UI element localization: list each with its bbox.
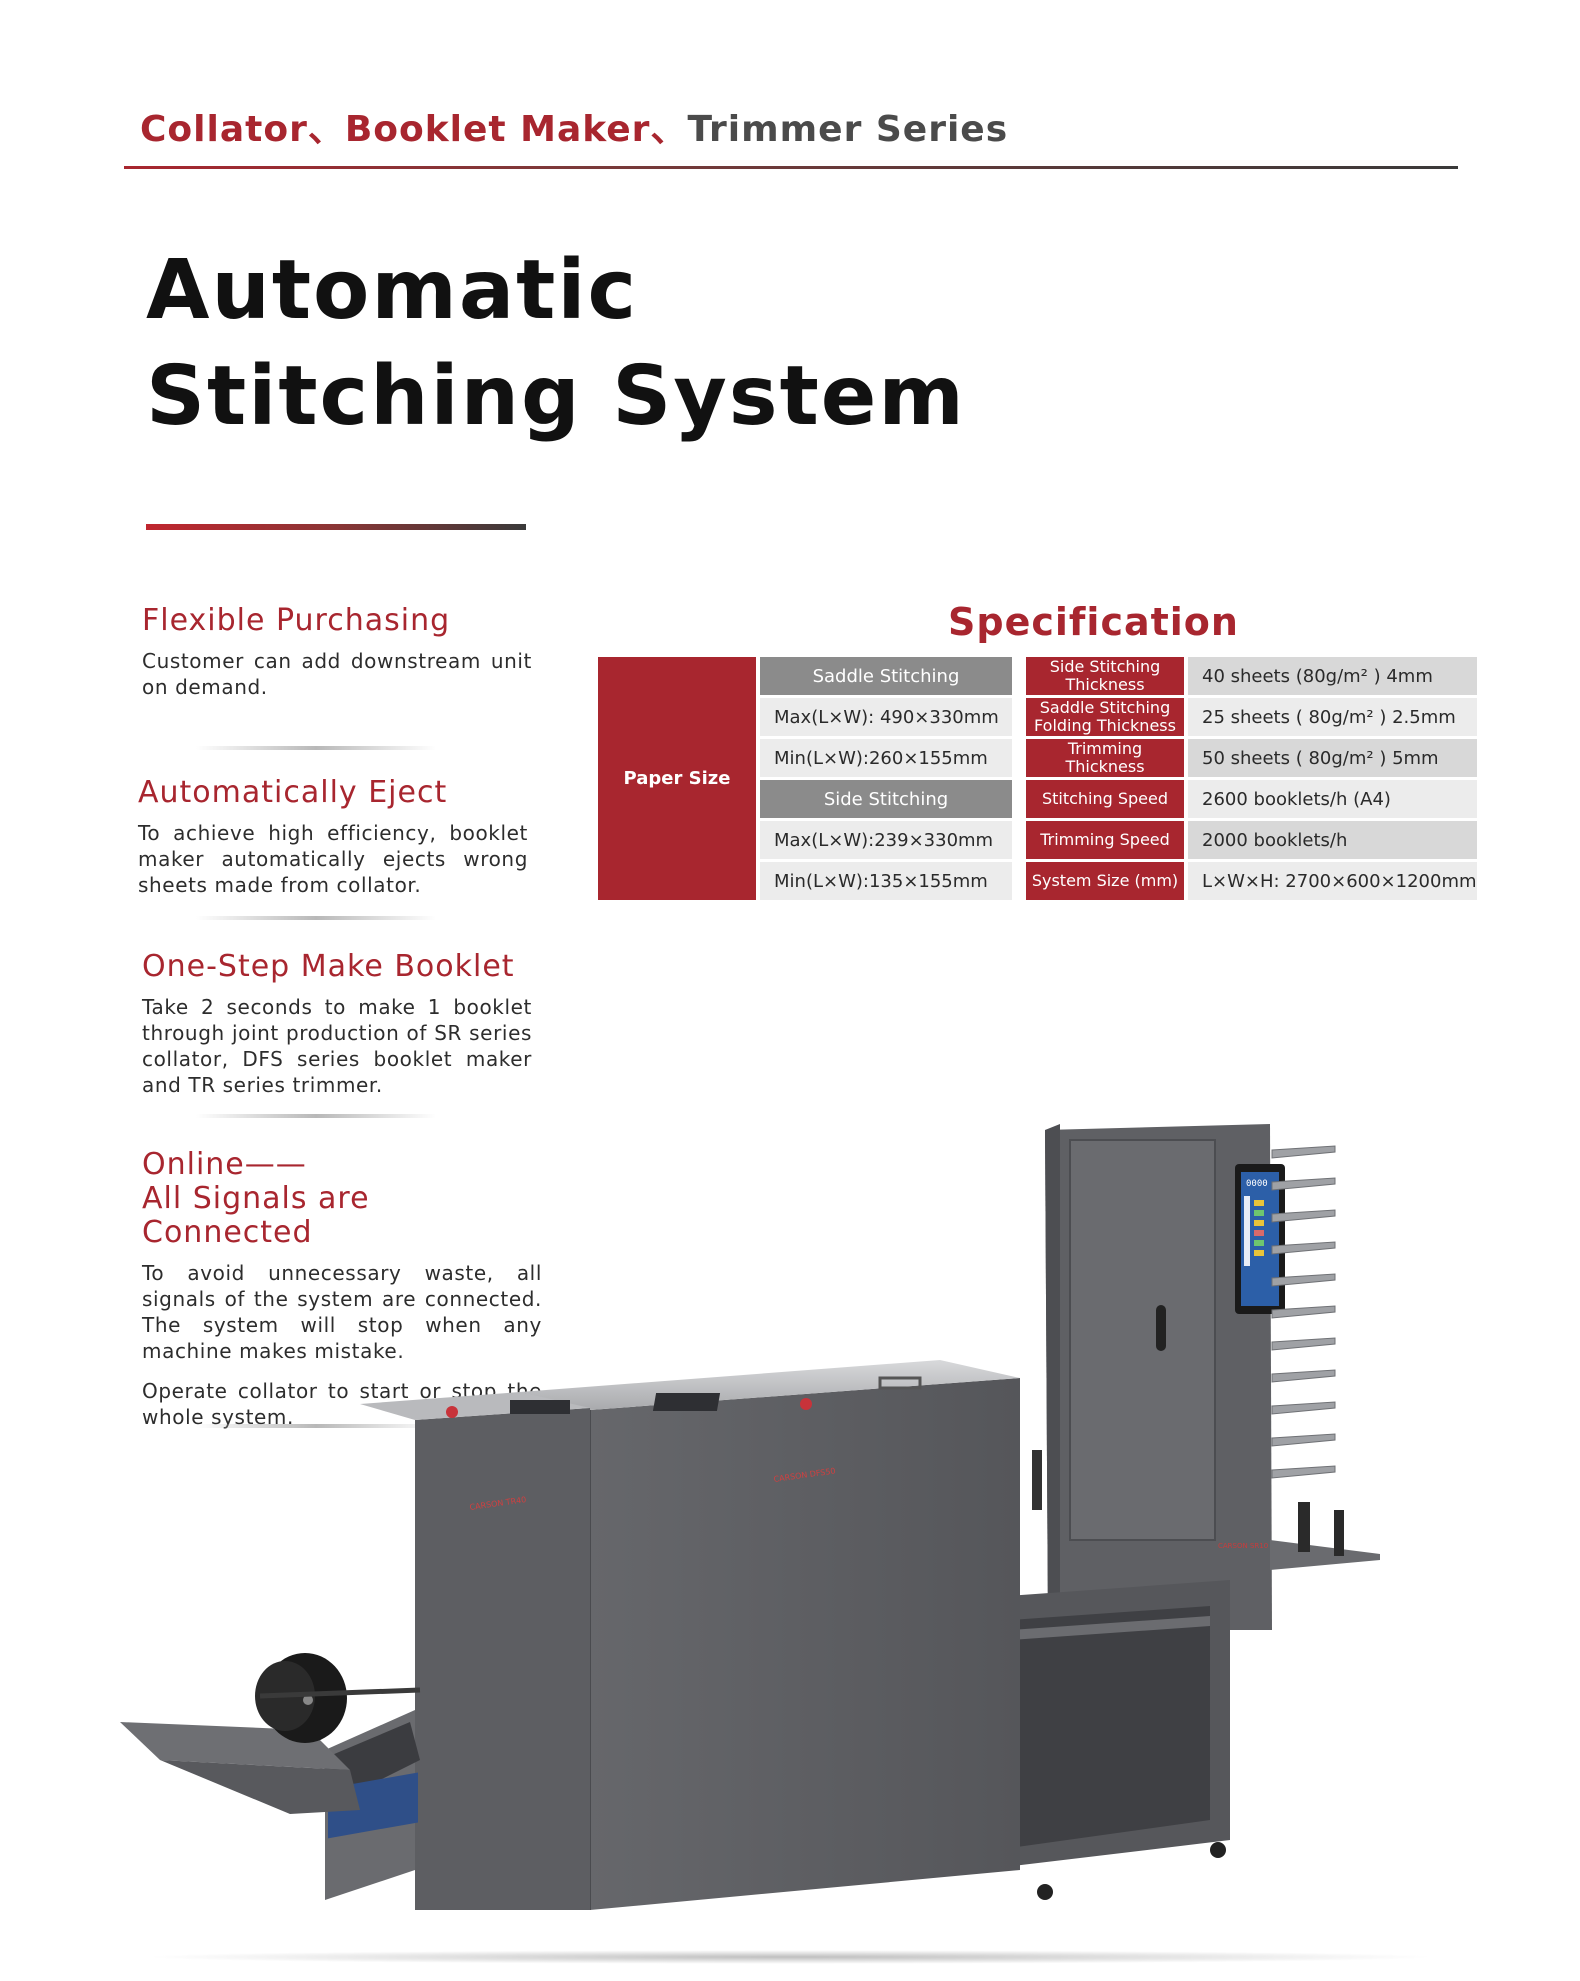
collator-trays bbox=[1271, 1145, 1336, 1479]
spec-value: 25 sheets ( 80g/m² ) 2.5mm bbox=[1188, 698, 1477, 736]
series-booklet-maker: Booklet Maker、 bbox=[344, 109, 688, 150]
feature-title: Online—— All Signals are Connected bbox=[142, 1148, 542, 1250]
feature-title: Flexible Purchasing bbox=[142, 603, 451, 638]
series-trimmer: Trimmer Series bbox=[687, 109, 1009, 150]
series-collator: Collator、 bbox=[140, 109, 345, 150]
spec-label: Trimming Speed bbox=[1026, 821, 1184, 859]
feature-divider bbox=[196, 746, 436, 750]
feature-title-line2: All Signals are Connected bbox=[142, 1181, 370, 1250]
feature-title-line1: Online—— bbox=[142, 1147, 307, 1182]
spec-value: L×W×H: 2700×600×1200mm bbox=[1188, 862, 1477, 900]
feature-body: To achieve high efficiency, booklet make… bbox=[138, 821, 528, 897]
side-min-size: Min(L×W):135×155mm bbox=[760, 862, 1012, 900]
feature-divider bbox=[196, 1424, 436, 1428]
specification-table: Paper Size Saddle Stitching Side Stitchi… bbox=[594, 654, 1481, 903]
feature-title: Automatically Eject bbox=[138, 775, 448, 810]
trimmer-stop-button-icon bbox=[446, 1406, 458, 1418]
feature-divider bbox=[196, 916, 436, 920]
door-handle-icon bbox=[1156, 1305, 1166, 1351]
page-title-line1: Automatic bbox=[146, 243, 639, 338]
title-underline bbox=[146, 524, 526, 530]
page-title: Automatic Stitching System bbox=[146, 238, 966, 450]
saddle-min-size: Min(L×W):260×155mm bbox=[760, 739, 1012, 777]
spec-value: 50 sheets ( 80g/m² ) 5mm bbox=[1188, 739, 1477, 777]
saddle-stitching-header: Saddle Stitching bbox=[760, 657, 1012, 695]
feature-automatically-eject: Automatically Eject To achieve high effi… bbox=[138, 776, 528, 912]
spec-label: Trimming Thickness bbox=[1026, 739, 1184, 777]
table-row: Max(L×W): 490×330mm Saddle Stitching Fol… bbox=[598, 698, 1477, 736]
collator-tower: 0000 CARSON SR10 bbox=[1032, 1124, 1380, 1630]
paper-size-header: Paper Size bbox=[598, 657, 756, 900]
table-row: Side Stitching Stitching Speed 2600 book… bbox=[598, 780, 1477, 818]
spec-value: 2600 booklets/h (A4) bbox=[1188, 780, 1477, 818]
spec-label: System Size (mm) bbox=[1026, 862, 1184, 900]
collator-stand bbox=[980, 1580, 1230, 1900]
booklet-maker: CARSON DFS50 bbox=[520, 1360, 1020, 1910]
feature-online-signals: Online—— All Signals are Connected To av… bbox=[142, 1148, 542, 1444]
screen-readout: 0000 bbox=[1246, 1179, 1268, 1189]
feature-flexible-purchasing: Flexible Purchasing Customer can add dow… bbox=[142, 604, 532, 714]
spec-value: 2000 booklets/h bbox=[1188, 821, 1477, 859]
control-buttons bbox=[1032, 1450, 1042, 1510]
side-stitching-header: Side Stitching bbox=[760, 780, 1012, 818]
table-row: Paper Size Saddle Stitching Side Stitchi… bbox=[598, 657, 1477, 900]
top-divider bbox=[124, 166, 1458, 169]
stop-button-icon bbox=[800, 1398, 812, 1410]
brand-label-collator: CARSON SR10 bbox=[1218, 1542, 1268, 1550]
feature-one-step-booklet: One-Step Make Booklet Take 2 seconds to … bbox=[142, 950, 532, 1112]
side-max-size: Max(L×W):239×330mm bbox=[760, 821, 1012, 859]
saddle-max-size: Max(L×W): 490×330mm bbox=[760, 698, 1012, 736]
spec-label: Stitching Speed bbox=[1026, 780, 1184, 818]
feature-divider bbox=[196, 1114, 436, 1118]
spec-label: Saddle Stitching Folding Thickness bbox=[1026, 698, 1184, 736]
specification-title: Specification bbox=[948, 600, 1239, 644]
output-tray bbox=[120, 1653, 421, 1814]
trimmer-panel bbox=[510, 1400, 570, 1414]
page-title-line2: Stitching System bbox=[146, 349, 966, 444]
feature-body: Customer can add downstream unit on dema… bbox=[142, 649, 532, 699]
stitching-system-image: 0000 CARSON SR10 bbox=[120, 1124, 1380, 1910]
trimmer: CARSON TR40 bbox=[320, 1392, 590, 1910]
table-row: Min(L×W):260×155mm Trimming Thickness 50… bbox=[598, 739, 1477, 777]
table-row: Max(L×W):239×330mm Trimming Speed 2000 b… bbox=[598, 821, 1477, 859]
table-row: Min(L×W):135×155mm System Size (mm) L×W×… bbox=[598, 862, 1477, 900]
feature-body: To avoid unnecessary waste, all signals … bbox=[142, 1261, 542, 1363]
floor-shadow bbox=[140, 1950, 1440, 1964]
spec-value: 40 sheets (80g/m² ) 4mm bbox=[1188, 657, 1477, 695]
series-title: Collator、Booklet Maker、Trimmer Series bbox=[140, 100, 1008, 152]
display-panel bbox=[652, 1393, 721, 1411]
feature-title: One-Step Make Booklet bbox=[142, 949, 515, 984]
feature-body: Take 2 seconds to make 1 booklet through… bbox=[142, 995, 532, 1097]
collator-door bbox=[1069, 1139, 1216, 1541]
spec-label: Side Stitching Thickness bbox=[1026, 657, 1184, 695]
